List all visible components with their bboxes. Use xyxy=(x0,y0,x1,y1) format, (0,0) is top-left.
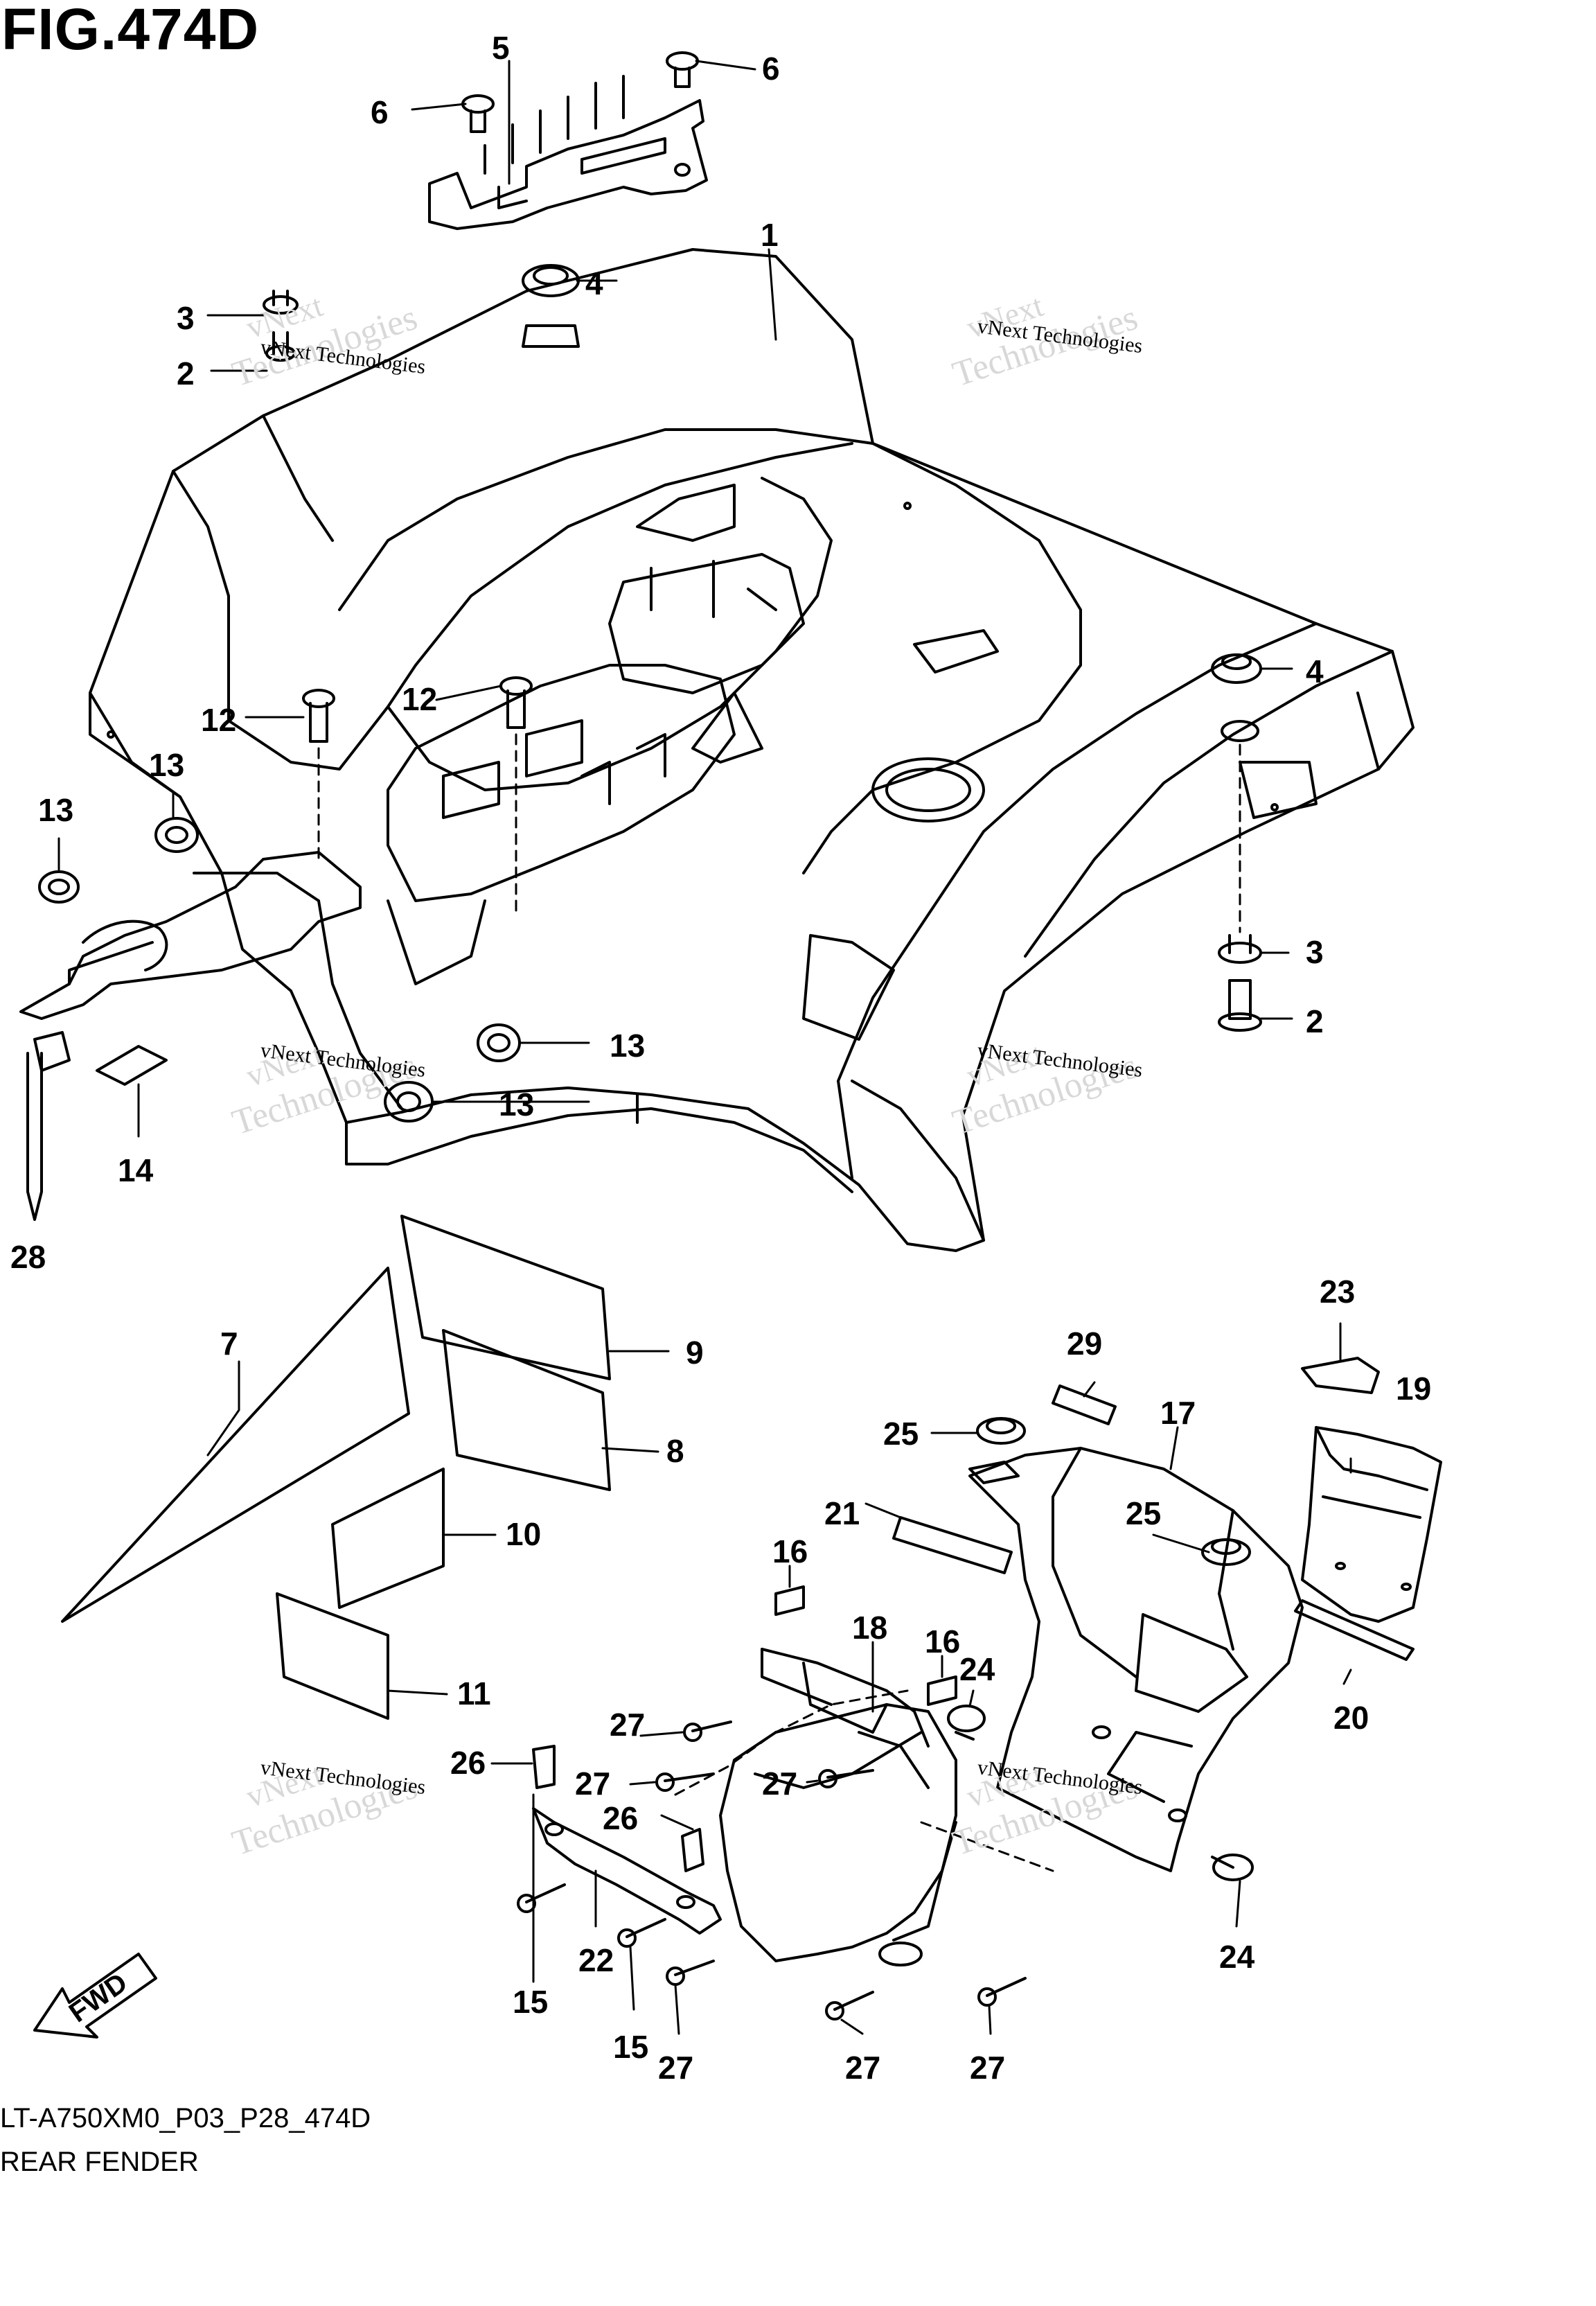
callout-1: 1 xyxy=(761,217,779,253)
left-bracket-assembly xyxy=(19,851,362,1020)
callout-2: 2 xyxy=(1306,1003,1324,1039)
callout-23: 23 xyxy=(1320,1274,1355,1310)
callout-9: 9 xyxy=(686,1335,704,1371)
bolt-part-24-top xyxy=(947,1705,986,1741)
callout-10: 10 xyxy=(506,1516,541,1552)
callout-labels: 1 2 2 3 3 4 4 5 6 6 7 8 9 10 11 12 12 13… xyxy=(10,30,1431,2086)
callout-29: 29 xyxy=(1067,1326,1102,1362)
callout-4: 4 xyxy=(1306,653,1324,689)
decal-part-9 xyxy=(400,1215,611,1380)
screws-part-26-27-15 xyxy=(517,1720,1027,2021)
rear-fender-part-1 xyxy=(89,248,1415,1252)
spacer-part-16-left xyxy=(774,1585,805,1616)
callout-27: 27 xyxy=(575,1766,610,1802)
grommet-part-4-right xyxy=(1211,653,1262,742)
grommet-icon xyxy=(477,1023,521,1062)
callout-13: 13 xyxy=(149,747,184,783)
callout-27: 27 xyxy=(762,1766,797,1802)
callout-21: 21 xyxy=(824,1495,860,1531)
collar-part-3-right xyxy=(1218,934,1262,964)
figure-title: FIG.474D xyxy=(1,0,260,62)
callout-25: 25 xyxy=(1126,1495,1161,1531)
callout-6: 6 xyxy=(371,94,389,130)
spacer-part-16-right xyxy=(927,1675,957,1706)
leader-lines xyxy=(57,60,1352,2035)
flap-part-19 xyxy=(1301,1426,1442,1623)
bracket-part-5 xyxy=(428,75,708,230)
callout-24: 24 xyxy=(959,1651,995,1687)
callout-22: 22 xyxy=(578,1942,614,1978)
callout-25: 25 xyxy=(883,1416,919,1452)
pad-part-21 xyxy=(892,1516,1013,1574)
model-code: LT-A750XM0_P03_P28_474D xyxy=(0,2103,371,2133)
strip-part-20 xyxy=(1294,1599,1415,1661)
bracket-part-23 xyxy=(1301,1357,1380,1394)
grommet-icon xyxy=(38,870,80,904)
cover-part-18 xyxy=(719,1648,957,1966)
callout-4: 4 xyxy=(585,265,603,301)
callout-18: 18 xyxy=(852,1610,887,1646)
bolt-part-12-left xyxy=(302,689,335,743)
grommet-13-group xyxy=(38,817,521,1123)
callout-3: 3 xyxy=(177,300,195,336)
bolt-part-6-left xyxy=(461,94,495,133)
callout-17: 17 xyxy=(1160,1395,1196,1431)
callout-13: 13 xyxy=(38,792,73,828)
callout-16: 16 xyxy=(925,1623,960,1660)
section-name: REAR FENDER xyxy=(0,2147,199,2177)
bolt-part-6-right xyxy=(666,51,699,88)
callout-13: 13 xyxy=(610,1028,645,1064)
grommet-icon xyxy=(384,1081,434,1123)
callout-12: 12 xyxy=(201,702,236,738)
callout-26: 26 xyxy=(603,1800,638,1836)
callout-27: 27 xyxy=(845,2050,880,2086)
callout-20: 20 xyxy=(1333,1700,1369,1736)
decal-part-8 xyxy=(442,1329,611,1491)
callout-7: 7 xyxy=(220,1326,238,1362)
callout-2: 2 xyxy=(177,355,195,391)
callout-24: 24 xyxy=(1219,1939,1255,1975)
pad-part-29 xyxy=(1052,1384,1117,1425)
callout-11: 11 xyxy=(457,1675,491,1711)
bolt-part-2-left xyxy=(265,331,296,362)
callout-27: 27 xyxy=(658,2050,693,2086)
label-part-14 xyxy=(96,1045,168,1086)
callout-5: 5 xyxy=(492,30,510,66)
grommet-part-25-right xyxy=(1201,1538,1251,1566)
fwd-arrow-icon: FWD xyxy=(33,1953,157,2039)
callout-27: 27 xyxy=(610,1707,645,1743)
collar-part-3-left xyxy=(263,290,299,315)
bolt-part-2-right xyxy=(1218,979,1262,1032)
callout-15: 15 xyxy=(613,2029,648,2065)
grommet-part-4-top xyxy=(522,264,580,348)
callout-14: 14 xyxy=(118,1152,154,1188)
callout-28: 28 xyxy=(10,1239,46,1275)
callout-3: 3 xyxy=(1306,934,1324,970)
grommet-part-25-top xyxy=(968,1417,1026,1484)
callout-8: 8 xyxy=(666,1433,684,1469)
decal-part-10 xyxy=(331,1468,445,1609)
callout-19: 19 xyxy=(1396,1371,1431,1407)
callout-16: 16 xyxy=(772,1533,808,1569)
callout-15: 15 xyxy=(513,1984,548,2020)
callout-26: 26 xyxy=(450,1745,486,1781)
mud-guard-part-17 xyxy=(968,1447,1304,1872)
callout-6: 6 xyxy=(762,51,780,87)
bolt-part-24-right xyxy=(1211,1854,1254,1881)
callout-27: 27 xyxy=(970,2050,1005,2086)
strap-part-28 xyxy=(26,1031,71,1221)
bracket-part-22 xyxy=(532,1807,722,1935)
grommet-icon xyxy=(154,817,199,853)
decal-part-7 xyxy=(61,1267,410,1623)
callout-12: 12 xyxy=(402,681,437,717)
callout-13: 13 xyxy=(499,1086,534,1123)
decal-part-11 xyxy=(276,1592,389,1720)
